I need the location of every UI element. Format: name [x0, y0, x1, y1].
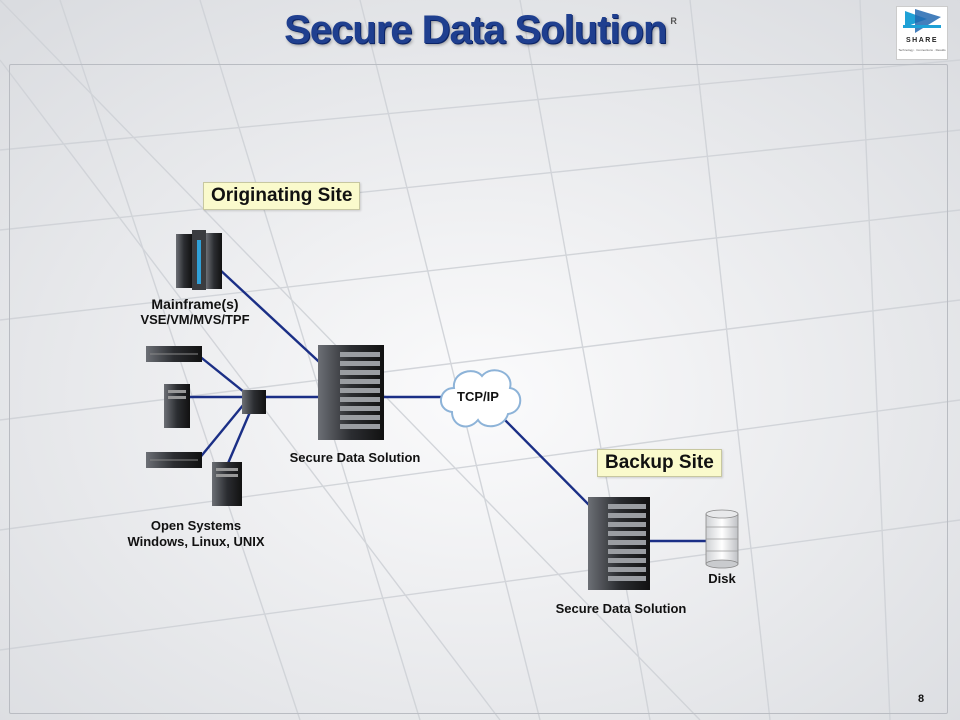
content-frame: [9, 64, 948, 714]
logo-word: SHARE: [905, 37, 938, 44]
registered-mark: R: [670, 16, 676, 26]
backup-site-label: Backup Site: [597, 449, 722, 477]
secure-server-backup-icon: [588, 497, 650, 590]
tower-pc-icon: [212, 462, 242, 506]
link-hub-server-b: [197, 403, 245, 461]
secure-server-origin-icon: [318, 345, 384, 440]
rack-server-icon: [146, 452, 202, 468]
disk-label: Disk: [708, 571, 736, 586]
share-logo: SHARE Technology · Connections · Results: [896, 6, 948, 60]
link-hub-tower-b: [224, 411, 252, 469]
mainframe-icon: [176, 230, 222, 290]
page-number: 8: [918, 693, 925, 705]
logo-tagline: Technology · Connections · Results: [898, 48, 946, 52]
open-systems-os: Windows, Linux, UNIX: [127, 534, 265, 549]
originating-site-label: Originating Site: [203, 182, 361, 210]
open-systems-label: Open Systems Windows, Linux, UNIX: [116, 518, 276, 550]
open-systems-title: Open Systems: [150, 518, 242, 533]
mainframe-label: Mainframe(s) VSE/VM/MVS/TPF: [120, 296, 270, 328]
tower-pc-icon: [164, 384, 190, 428]
link-cloud-to-backup: [501, 416, 597, 513]
disk-icon: [705, 509, 739, 569]
secure-solution-backup-label: Secure Data Solution: [555, 601, 687, 616]
rack-server-icon: [146, 346, 202, 362]
secure-solution-origin-label: Secure Data Solution: [289, 450, 421, 465]
mainframe-os: VSE/VM/MVS/TPF: [140, 312, 250, 327]
network-hub-icon: [242, 390, 266, 414]
tcpip-label: TCP/IP: [457, 389, 499, 404]
link-hub-server-a: [197, 354, 245, 393]
link-mainframe-to-secure: [217, 267, 331, 373]
connection-lines: [190, 267, 706, 543]
share-logo-icon: [903, 9, 941, 33]
mainframe-title: Mainframe(s): [151, 296, 239, 312]
cloud-icon: [440, 369, 522, 428]
